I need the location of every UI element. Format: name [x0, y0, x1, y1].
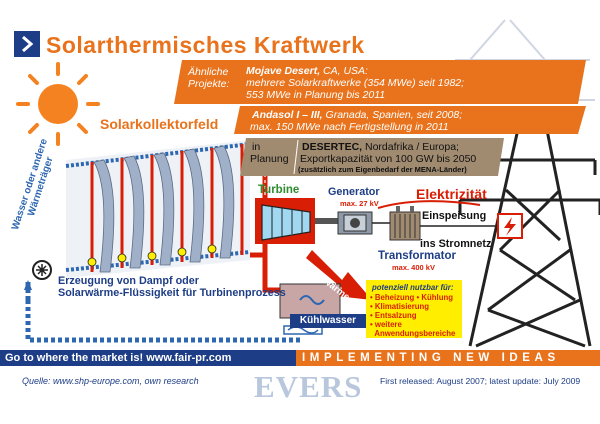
grid-label: ins Stromnetz: [420, 238, 492, 250]
transformer-label: Transformator: [378, 250, 456, 262]
uses-title: potenziell nutzbar für:: [372, 283, 454, 292]
steam-generation-line1: Erzeugung von Dampf oder: [58, 275, 199, 287]
sun-icon: [16, 62, 100, 146]
banner-mojave: [174, 60, 586, 104]
generator-spec: max. 27 kV: [340, 199, 379, 208]
uses-list: • Beheizung • Kühlung • Klimatisierung •…: [370, 293, 456, 338]
waste-heat-arrow: [306, 250, 372, 300]
evers-logo: EVERS: [254, 369, 363, 404]
condenser-icon: [279, 283, 341, 319]
transformer-spec: max. 400 kV: [392, 263, 435, 272]
similar-projects-label: Ähnliche Projekte:: [188, 66, 230, 90]
project-mojave-line2: mehrere Solarkraftwerke (354 MWe) seit 1…: [246, 77, 465, 89]
page-title: Solarthermisches Kraftwerk: [46, 32, 365, 58]
potential-uses-box: [366, 280, 462, 338]
generator-label: Generator: [328, 186, 380, 198]
turbine-icon: [255, 198, 315, 244]
cooling-water-label: Kühlwasser: [290, 314, 366, 328]
solar-field-label: Solarkollektorfeld: [100, 116, 219, 132]
footer-slogan-link[interactable]: Go to where the market is! www.fair-pr.c…: [0, 350, 296, 366]
banner-andasol: [234, 106, 586, 134]
generator-icon: [337, 211, 373, 235]
feed-in-label: Einspeisung: [422, 210, 487, 222]
project-desertec-line3: (zusätzlich zum Eigenbedarf der MENA-Län…: [298, 165, 467, 174]
chevron-right-icon: [14, 31, 40, 57]
footer-tagline: IMPLEMENTING NEW IDEAS: [296, 350, 600, 366]
turbine-label: Turbine: [258, 184, 300, 196]
desertec-status-line1: in: [252, 141, 261, 153]
chevron-glyph: [22, 35, 34, 53]
project-desertec-line2: Exportkapazität von 100 GW bis 2050: [300, 153, 477, 165]
project-andasol-line2: max. 150 MWe nach Fertigstellung in 2011: [250, 121, 449, 133]
project-mojave-line1: Mojave Desert, CA, USA:: [246, 65, 368, 77]
project-andasol-line1: Andasol I – III, Granada, Spanien, seit …: [252, 109, 463, 121]
steam-generation-line2: Solarwärme-Flüssigkeit für Turbinenproze…: [58, 287, 286, 299]
project-mojave-line3: 553 MWe in Planung bis 2011: [246, 89, 386, 101]
electricity-label: Elektrizität: [416, 186, 487, 202]
desertec-status-line2: Planung: [250, 153, 289, 165]
project-desertec-line1: DESERTEC, Nordafrika / Europa;: [302, 141, 459, 153]
solar-collector-field-icon: [32, 140, 251, 280]
high-voltage-icon: [497, 213, 523, 239]
banner-desertec: [240, 138, 504, 176]
transformer-icon: [389, 206, 421, 241]
release-note: First released: August 2007; latest upda…: [380, 376, 581, 386]
source-note: Quelle: www.shp-europe.com, own research: [22, 376, 199, 386]
